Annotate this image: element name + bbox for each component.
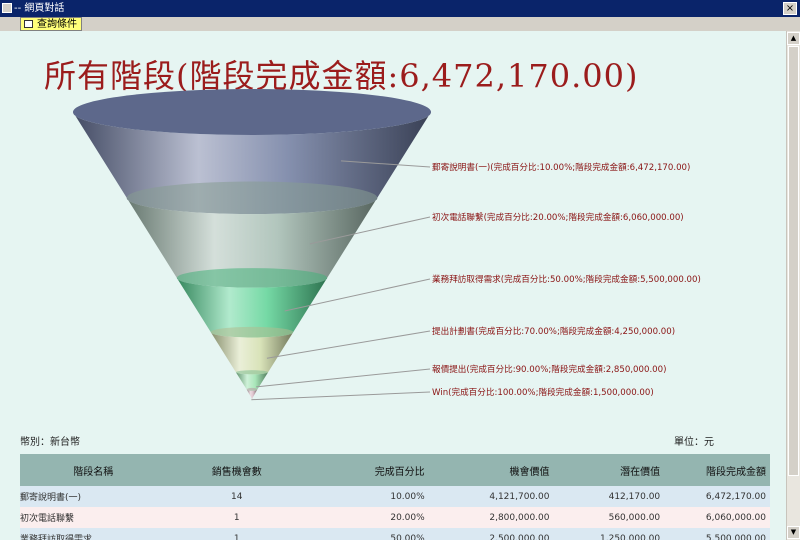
stage-label: 業務拜訪取得需求(完成百分比:50.00%;階段完成金額:5,500,000.0…: [432, 273, 701, 285]
header-completion-percent: 完成百分比: [374, 466, 425, 478]
leader-line: [284, 278, 431, 312]
funnel-separator: [210, 326, 294, 338]
funnel-rim: [73, 89, 431, 135]
app-icon: [2, 3, 12, 13]
funnel-segment: [126, 197, 378, 288]
cell-opportunity-value: 4,121,700.00: [489, 491, 550, 502]
funnel-segment: [176, 277, 328, 338]
query-condition-label: 查詢條件: [37, 19, 77, 30]
cell-completion-percent: 10.00%: [390, 491, 425, 502]
funnel-separator: [246, 387, 258, 391]
table-row: 初次電話聯繫 1 20.00% 2,800,000.00 560,000.00 …: [20, 507, 770, 528]
currency-label: 幣別：新台幣: [20, 437, 80, 448]
window-titlebar: -- 網頁對話 ×: [0, 0, 800, 17]
header-stage-name: 階段名稱: [73, 466, 114, 478]
leader-line: [266, 330, 431, 359]
cell-opportunity-count: 1: [233, 512, 240, 523]
table-header-row: 階段名稱 銷售機會數 完成百分比 機會價值 潛在價值 階段完成金額: [20, 454, 770, 486]
cell-potential-value: 412,170.00: [608, 491, 661, 502]
leader-line: [256, 368, 431, 388]
cell-completion-percent: 50.00%: [390, 533, 425, 540]
header-stage-amount: 階段完成金額: [706, 466, 766, 478]
stage-label: 初次電話聯繫(完成百分比:20.00%;階段完成金額:6,060,000.00): [432, 211, 684, 223]
scroll-down-icon[interactable]: ▼: [787, 526, 800, 539]
funnel-segment: [246, 389, 258, 400]
scroll-up-icon[interactable]: ▲: [787, 32, 800, 45]
stage-label: 提出計劃書(完成百分比:70.00%;階段完成金額:4,250,000.00): [432, 325, 675, 337]
report-content: 所有階段(階段完成金額:6,472,170.00) 郵寄說明書(一)(完成百分比…: [0, 31, 786, 540]
leader-line: [309, 216, 431, 245]
stage-table: 階段名稱 銷售機會數 完成百分比 機會價值 潛在價值 階段完成金額 郵寄說明書(…: [20, 454, 770, 540]
funnel-separator: [176, 268, 328, 288]
header-potential-value: 潛在價值: [620, 466, 661, 478]
vertical-scrollbar[interactable]: ▲ ▼: [786, 31, 800, 540]
query-condition-button[interactable]: 查詢條件: [20, 17, 82, 31]
toolbar: 查詢條件: [0, 17, 800, 31]
cell-stage-amount: 5,500,000.00: [705, 533, 766, 540]
cell-opportunity-value: 2,800,000.00: [489, 512, 550, 523]
header-opportunity-value: 機會價值: [509, 466, 550, 478]
cell-stage-name: 初次電話聯繫: [20, 514, 75, 524]
leader-line: [251, 391, 431, 401]
scroll-thumb[interactable]: [788, 46, 799, 476]
table-row: 業務拜訪取得需求 1 50.00% 2,500,000.00 1,250,000…: [20, 528, 770, 540]
stage-label: 報價提出(完成百分比:90.00%;階段完成金額:2,850,000.00): [432, 363, 666, 375]
funnel-separator: [126, 181, 378, 215]
header-opportunity-count: 銷售機會數: [211, 466, 262, 478]
cell-completion-percent: 20.00%: [390, 512, 425, 523]
cell-opportunity-value: 2,500,000.00: [489, 533, 550, 540]
funnel-chart: 郵寄說明書(一)(完成百分比:10.00%;階段完成金額:6,472,170.0…: [73, 89, 701, 401]
close-button[interactable]: ×: [783, 2, 797, 15]
chart-title: 所有階段(階段完成金額:6,472,170.00): [44, 57, 639, 95]
unit-label: 單位：元: [674, 437, 714, 448]
funnel-segment: [235, 372, 269, 391]
cell-potential-value: 560,000.00: [608, 512, 661, 523]
stage-label: 郵寄說明書(一)(完成百分比:10.00%;階段完成金額:6,472,170.0…: [432, 161, 690, 173]
stage-label: Win(完成百分比:100.00%;階段完成金額:1,500,000.00): [432, 386, 654, 398]
table-row: 郵寄說明書(一) 14 10.00% 4,121,700.00 412,170.…: [20, 486, 770, 507]
cell-stage-name: 郵寄說明書(一): [20, 493, 82, 503]
funnel-separator: [235, 370, 269, 375]
funnel-segment: [210, 332, 294, 375]
cell-opportunity-count: 1: [233, 533, 240, 540]
cell-stage-amount: 6,472,170.00: [705, 491, 766, 502]
cell-stage-name: 業務拜訪取得需求: [20, 535, 93, 540]
leader-line: [341, 160, 431, 168]
cell-stage-amount: 6,060,000.00: [705, 512, 766, 523]
edit-icon: [24, 20, 33, 28]
window-title: -- 網頁對話: [14, 3, 65, 14]
cell-potential-value: 1,250,000.00: [600, 533, 661, 540]
cell-opportunity-count: 14: [230, 491, 243, 502]
